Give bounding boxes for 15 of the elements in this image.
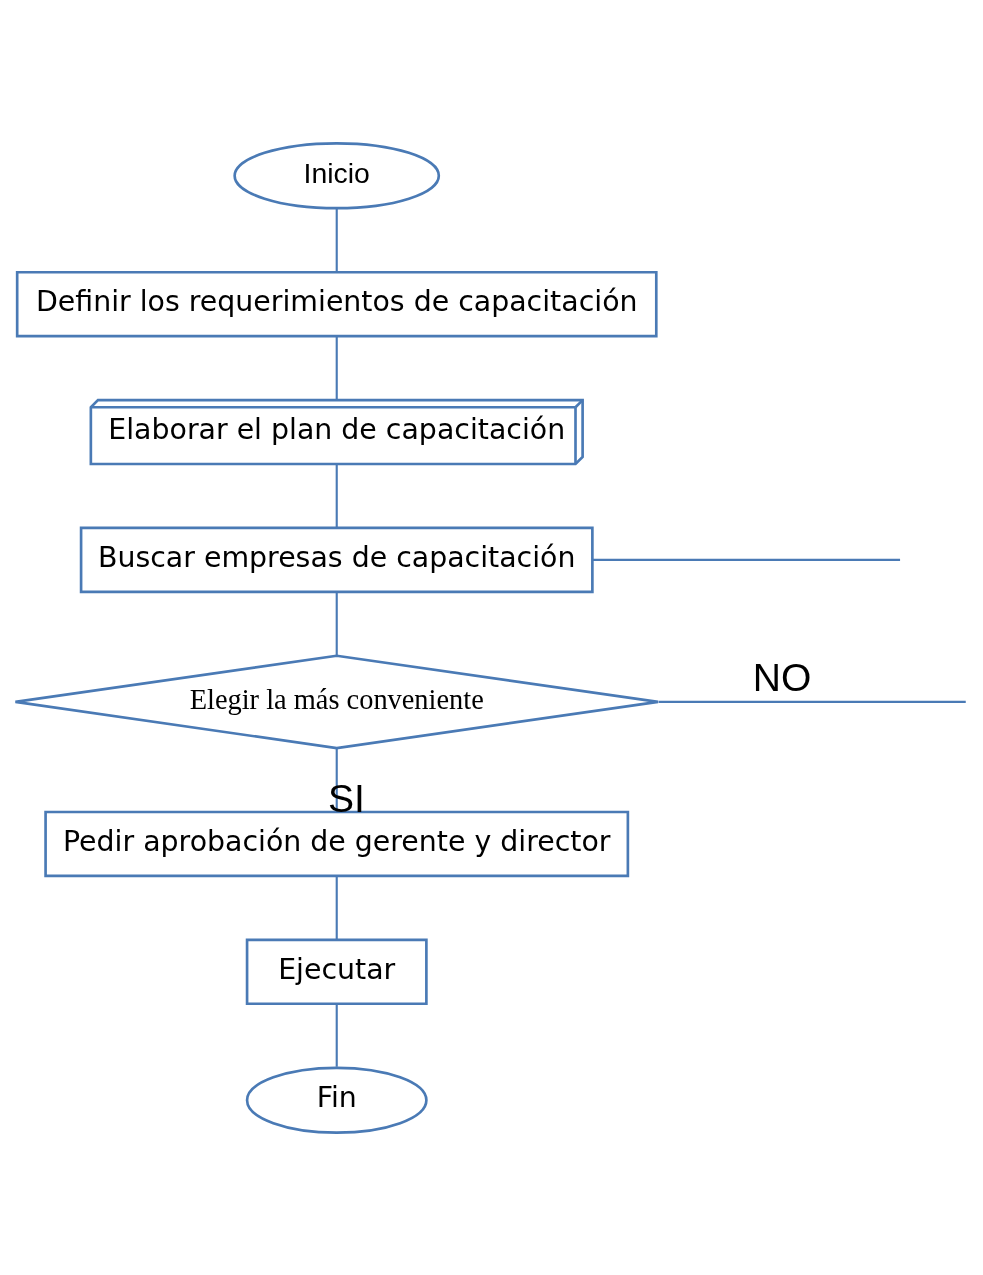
node-box: Definir los requerimientos de capacitación [15,270,658,338]
connector [592,558,901,561]
node-ellipse: Fin [245,1066,428,1134]
edge-label: NO [752,655,812,699]
connector [658,700,966,703]
connector [335,1003,338,1067]
connector [335,464,338,528]
node-box: Ejecutar [245,937,428,1005]
node-ellipse: Inicio [233,141,441,209]
connector [335,875,338,940]
connector [335,207,338,272]
connector [335,591,338,655]
node-box: Buscar empresas de capacitación [79,526,594,593]
connector [335,336,338,400]
node-diamond: Elegir la más conveniente [14,653,660,749]
